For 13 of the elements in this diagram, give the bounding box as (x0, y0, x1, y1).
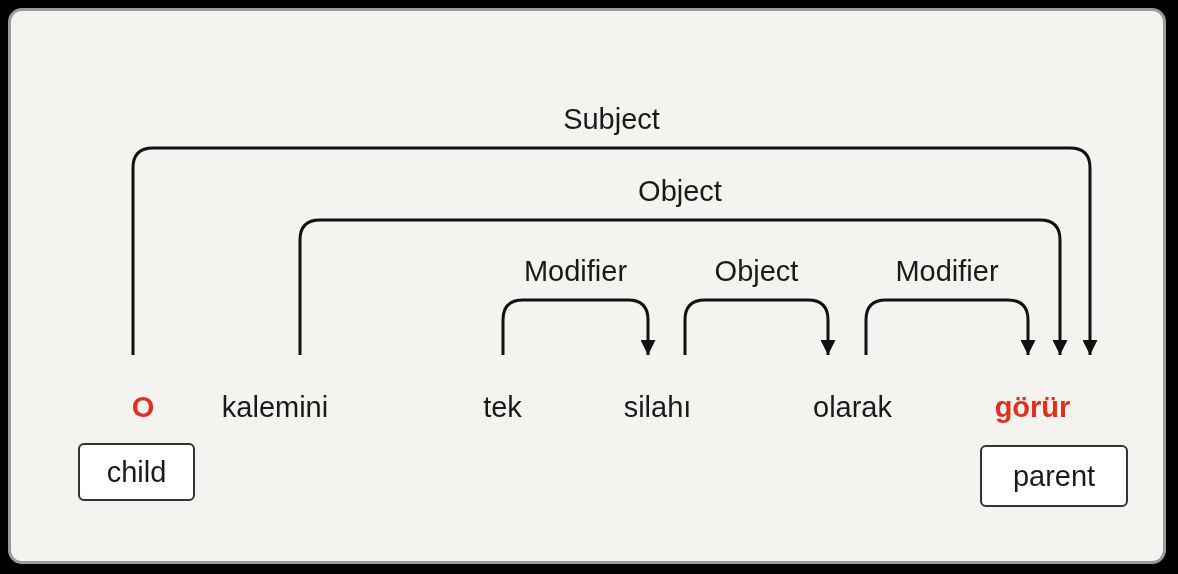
arrow (501, 298, 656, 355)
arrow (298, 218, 1068, 355)
label-box: child (78, 443, 195, 501)
arrow (131, 146, 1098, 355)
word: kalemini (221, 391, 329, 423)
arrow (683, 298, 836, 355)
word: silahı (623, 391, 692, 423)
word: O (131, 391, 155, 423)
arrow (864, 298, 1036, 355)
word: olarak (813, 391, 892, 423)
word: görür (994, 391, 1071, 423)
word: tek (483, 391, 522, 423)
label-box: parent (980, 445, 1128, 507)
